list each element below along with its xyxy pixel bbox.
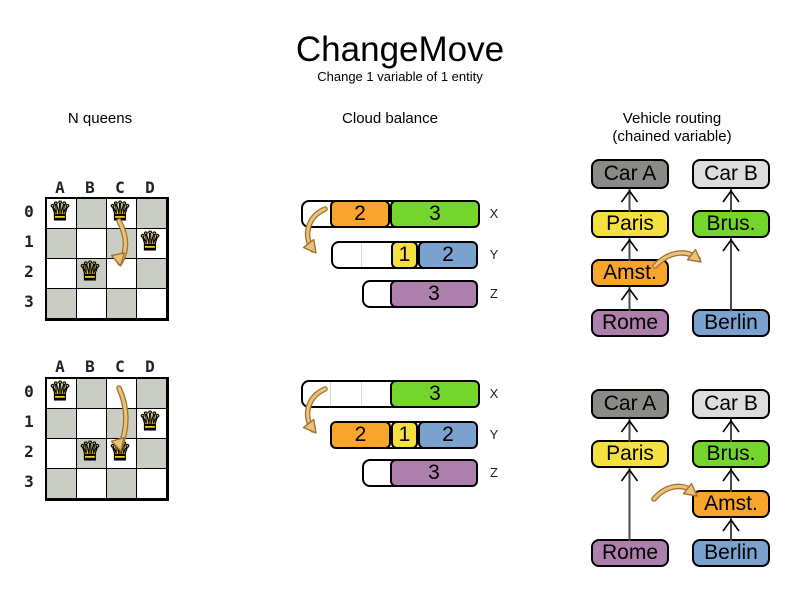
- row-label: 2: [24, 442, 34, 461]
- capacity-divider: [361, 382, 362, 406]
- process-block: 2: [330, 421, 391, 449]
- col-label: D: [145, 357, 155, 376]
- computer-label: Z: [490, 286, 498, 301]
- col-label: B: [85, 357, 95, 376]
- city-box-rome: Rome: [591, 539, 669, 567]
- col-label: A: [55, 357, 65, 376]
- process-block: 1: [391, 421, 418, 449]
- process-block: 2: [418, 241, 478, 269]
- row-label: 3: [24, 292, 34, 311]
- vehicle-box-car-a: Car A: [591, 389, 669, 419]
- computer-label: X: [489, 386, 499, 401]
- city-box-paris: Paris: [591, 210, 669, 238]
- vehicle-box-car-b: Car B: [692, 389, 770, 419]
- queen-icon: ♛: [108, 436, 132, 467]
- computer-label: Y: [489, 247, 499, 262]
- process-block: 2: [330, 200, 390, 228]
- column-header-vehicle: Vehicle routing: [622, 110, 722, 127]
- column-header-cloud: Cloud balance: [342, 110, 438, 127]
- chessboard-after: [45, 377, 169, 501]
- row-label: 0: [24, 202, 34, 221]
- queen-icon: ♛: [78, 436, 102, 467]
- row-label: 1: [24, 412, 34, 431]
- row-label: 0: [24, 382, 34, 401]
- queen-icon: ♛: [138, 226, 162, 257]
- chessboard-before: [45, 197, 169, 321]
- city-box-berlin: Berlin: [692, 309, 770, 337]
- queen-icon: ♛: [48, 376, 72, 407]
- column-header-nqueens: N queens: [67, 110, 133, 127]
- col-label: B: [85, 178, 95, 197]
- city-box-brussels: Brus.: [692, 440, 770, 468]
- chain-connectors: [620, 189, 740, 541]
- capacity-divider: [330, 382, 331, 406]
- computer-label: X: [489, 206, 499, 221]
- process-block: 3: [390, 280, 478, 308]
- row-label: 3: [24, 472, 34, 491]
- computer-label: Y: [489, 427, 499, 442]
- column-subheader-vehicle: (chained variable): [612, 128, 732, 145]
- row-label: 1: [24, 232, 34, 251]
- queen-icon: ♛: [78, 256, 102, 287]
- city-box-amsterdam: Amst.: [591, 259, 669, 287]
- city-box-berlin: Berlin: [692, 539, 770, 567]
- page-title: ChangeMove: [295, 30, 505, 69]
- capacity-divider: [361, 243, 362, 267]
- vehicle-box-car-a: Car A: [591, 159, 669, 189]
- process-block: 2: [418, 421, 478, 449]
- city-box-paris: Paris: [591, 440, 669, 468]
- process-block: 3: [390, 380, 480, 408]
- col-label: D: [145, 178, 155, 197]
- vehicle-box-car-b: Car B: [692, 159, 770, 189]
- process-block: 3: [390, 200, 480, 228]
- col-label: C: [115, 357, 125, 376]
- queen-icon: ♛: [138, 406, 162, 437]
- queen-icon: ♛: [108, 196, 132, 227]
- city-box-amsterdam: Amst.: [692, 490, 770, 518]
- computer-label: Z: [490, 465, 498, 480]
- col-label: C: [115, 178, 125, 197]
- col-label: A: [55, 178, 65, 197]
- city-box-brussels: Brus.: [692, 210, 770, 238]
- city-box-rome: Rome: [591, 309, 669, 337]
- process-block: 3: [390, 459, 478, 487]
- queen-icon: ♛: [48, 196, 72, 227]
- page-subtitle: Change 1 variable of 1 entity: [317, 69, 483, 84]
- row-label: 2: [24, 262, 34, 281]
- process-block: 1: [391, 241, 418, 269]
